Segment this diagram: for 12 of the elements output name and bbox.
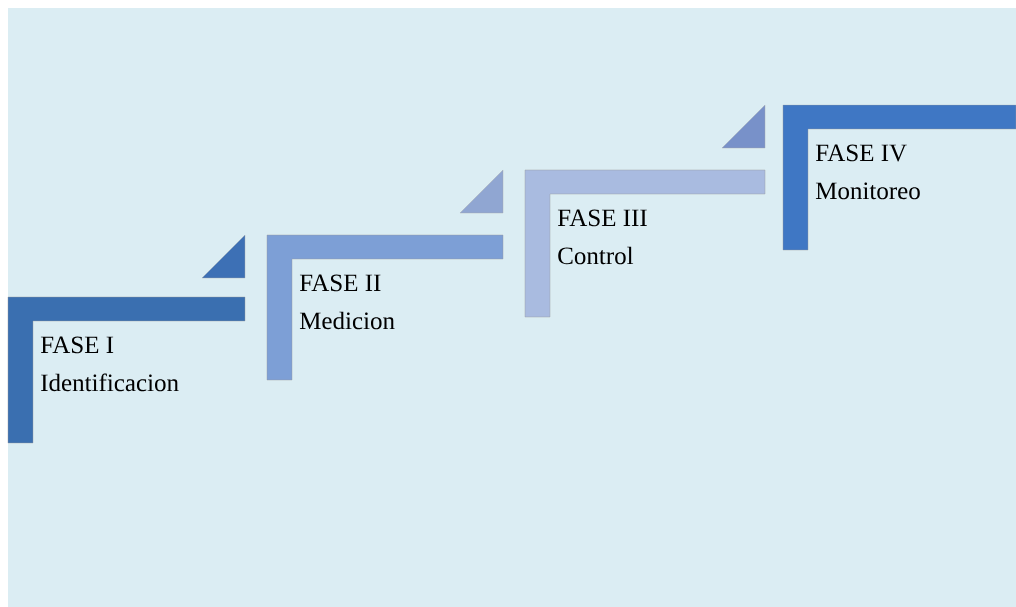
phase-name: Medicion	[299, 311, 395, 330]
phase-title: FASE IV	[815, 144, 907, 162]
step-shape	[524, 169, 766, 318]
phase-title: FASE III	[557, 209, 647, 227]
phase-name: Identificacion	[41, 373, 179, 392]
step-shape	[266, 234, 504, 381]
phase-title: FASE I	[40, 336, 114, 354]
step-shape	[782, 104, 1016, 251]
phase-title: FASE II	[299, 274, 381, 292]
phase-name: Control	[558, 246, 634, 265]
phase-name: Monitoreo	[815, 182, 920, 200]
step-shape	[7, 296, 246, 444]
